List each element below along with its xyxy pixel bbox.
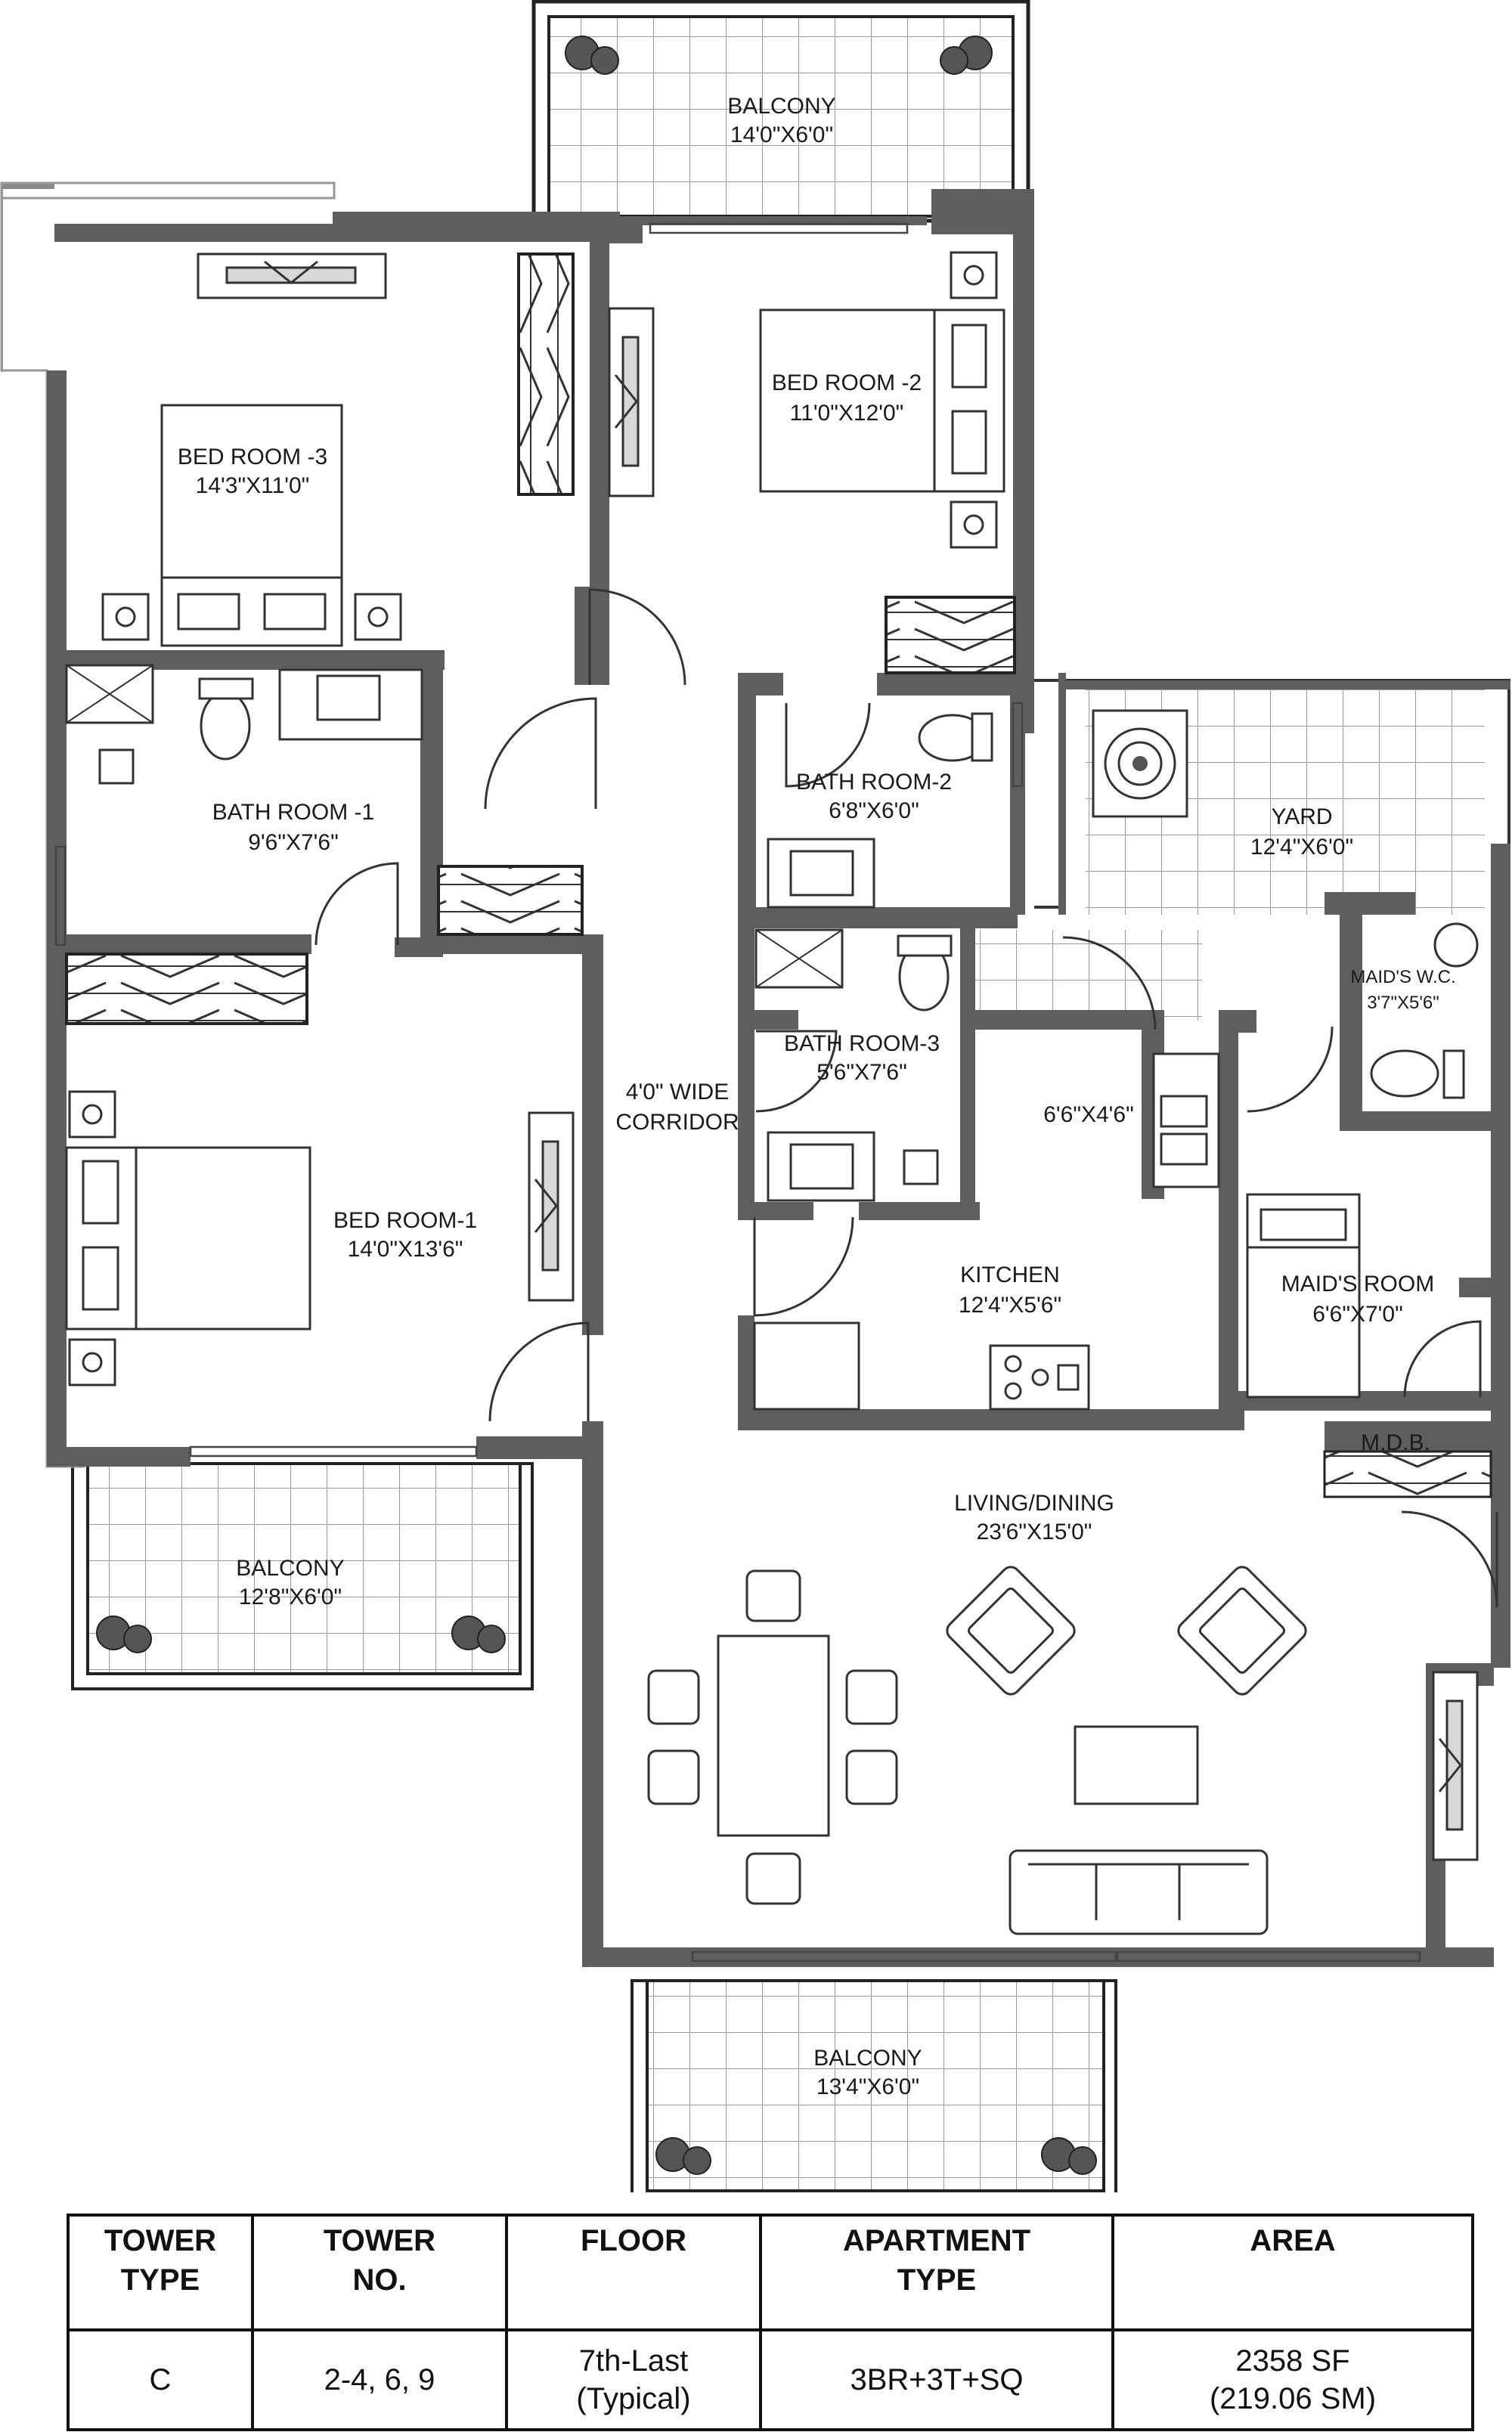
wardrobe-corridor (437, 865, 584, 936)
mdb-panel (1323, 1450, 1492, 1498)
corridor-label: CORRIDOR (615, 1110, 739, 1135)
bed-bedroom-2 (759, 251, 1005, 549)
maids-wc-name: MAID'S W.C. (1350, 967, 1455, 987)
store-size: 6'6"X4'6" (1043, 1102, 1134, 1127)
tv-unit-bed2 (608, 307, 655, 497)
mdb-label: M.D.B. (1361, 1430, 1430, 1455)
dining-set (647, 1569, 898, 1905)
balcony-top-name: BALCONY (727, 94, 835, 119)
balcony-bottom-name: BALCONY (813, 2046, 922, 2071)
corridor-width: 4'0" WIDE (626, 1080, 729, 1104)
wardrobe-bed2 (885, 596, 1016, 674)
tv-unit-bed1 (528, 1111, 575, 1302)
kitchen-fixtures (753, 1052, 1220, 1411)
value-apartment-type: 3BR+3T+SQ (759, 2328, 1114, 2431)
wardrobe-bed1 (65, 953, 308, 1025)
bedroom-1-name: BED ROOM-1 (333, 1208, 477, 1233)
bed-bedroom-3 (101, 404, 402, 647)
bedroom-3-name: BED ROOM -3 (178, 445, 327, 469)
kitchen-name: KITCHEN (960, 1262, 1060, 1287)
bedroom-2-name: BED ROOM -2 (772, 370, 922, 395)
spec-value-row: C 2-4, 6, 9 7th-Last(Typical) 3BR+3T+SQ … (67, 2328, 1474, 2431)
value-area: 2358 SF(219.06 SM) (1111, 2328, 1474, 2431)
bath-1-name: BATH ROOM -1 (212, 800, 374, 825)
doors (314, 588, 1498, 1608)
bedroom-2-size: 11'0"X12'0" (790, 401, 904, 426)
bedroom-3-size: 14'3"X11'0" (196, 473, 310, 498)
bath-2-size: 6'8"X6'0" (829, 798, 919, 823)
ac-unit (1092, 709, 1188, 818)
value-tower-no: 2-4, 6, 9 (251, 2328, 508, 2431)
maids-wc-size: 3'7"X5'6" (1367, 993, 1439, 1013)
value-tower-type: C (67, 2328, 254, 2431)
floor-plan: BALCONY 14'0"X6'0" BED ROOM -2 11'0"X12'… (0, 0, 1510, 2192)
windows (54, 222, 1421, 1963)
balcony-left-name: BALCONY (236, 1556, 344, 1581)
header-area: AREA (1111, 2214, 1474, 2331)
balcony-left-size: 12'8"X6'0" (239, 1585, 342, 1609)
bath-1-size: 9'6"X7'6" (248, 830, 339, 855)
yard-name: YARD (1271, 804, 1332, 829)
wardrobe-bed3 (517, 252, 575, 496)
maids-room-name: MAID'S ROOM (1281, 1272, 1434, 1297)
tv-unit-bed3 (197, 252, 387, 299)
living-dining-size: 23'6"X15'0" (977, 1520, 1092, 1544)
value-floor: 7th-Last(Typical) (505, 2328, 762, 2431)
bath-fixtures (65, 664, 1479, 1202)
maids-room-size: 6'6"X7'0" (1312, 1302, 1403, 1327)
bath-2-name: BATH ROOM-2 (796, 770, 952, 795)
room-labels: BALCONY 14'0"X6'0" BED ROOM -2 11'0"X12'… (178, 94, 1456, 2099)
kitchen-size: 12'4"X5'6" (959, 1293, 1061, 1318)
bed-bedroom-1 (65, 1090, 311, 1386)
yard-size: 12'4"X6'0" (1250, 835, 1353, 860)
bath-3-size: 5'6"X7'6" (816, 1060, 907, 1085)
bath-3-name: BATH ROOM-3 (784, 1031, 940, 1056)
sofa-group (946, 1566, 1307, 1935)
header-floor: FLOOR (505, 2214, 762, 2331)
utility-floor (975, 930, 1202, 1021)
walls (0, 181, 1510, 1967)
balcony-top (531, 0, 1030, 223)
living-dining-name: LIVING/DINING (954, 1491, 1114, 1516)
balcony-bottom (631, 1979, 1117, 2192)
balcony-left (71, 1462, 534, 1690)
balcony-top-size: 14'0"X6'0" (730, 122, 833, 147)
balcony-bottom-size: 13'4"X6'0" (816, 2074, 919, 2099)
maids-bed (1246, 1193, 1361, 1399)
tv-unit-living (1432, 1671, 1479, 1861)
bedroom-1-size: 14'0"X13'6" (348, 1237, 463, 1262)
